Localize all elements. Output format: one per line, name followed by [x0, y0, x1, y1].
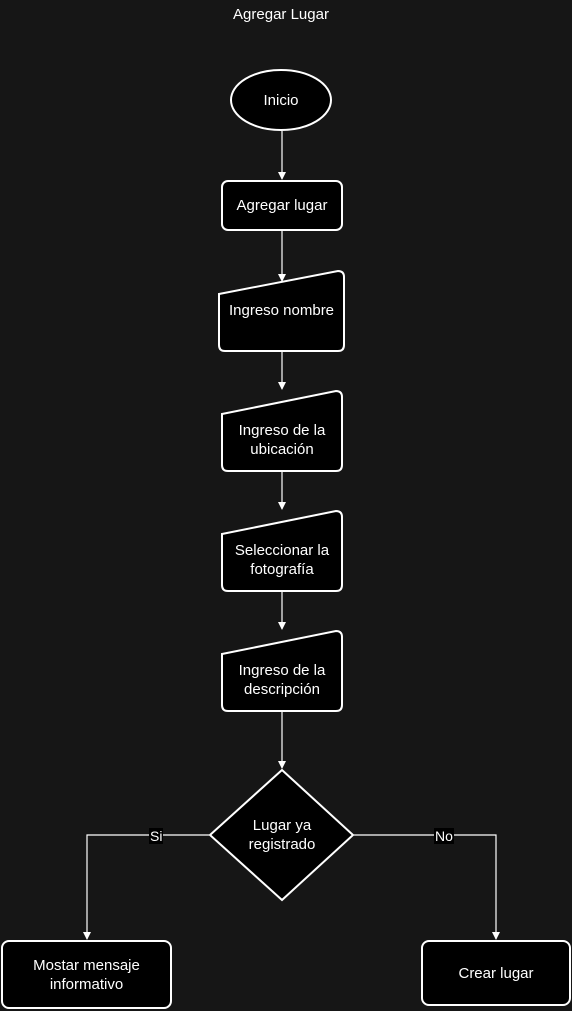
show-message-node	[1, 940, 172, 1009]
create-place-node	[421, 940, 571, 1006]
select-photo-node	[221, 509, 343, 592]
yes-label: Si	[149, 828, 164, 844]
no-label: No	[434, 828, 454, 844]
start-node	[230, 69, 332, 131]
diagram-title: Agregar Lugar	[233, 6, 329, 23]
edge-decision-no	[354, 834, 500, 940]
input-name-node	[218, 269, 345, 352]
edge-decision-yes	[83, 834, 209, 940]
decision-node	[208, 768, 355, 902]
input-description-node	[221, 629, 343, 712]
add-place-node	[221, 180, 343, 231]
input-location-node	[221, 389, 343, 472]
